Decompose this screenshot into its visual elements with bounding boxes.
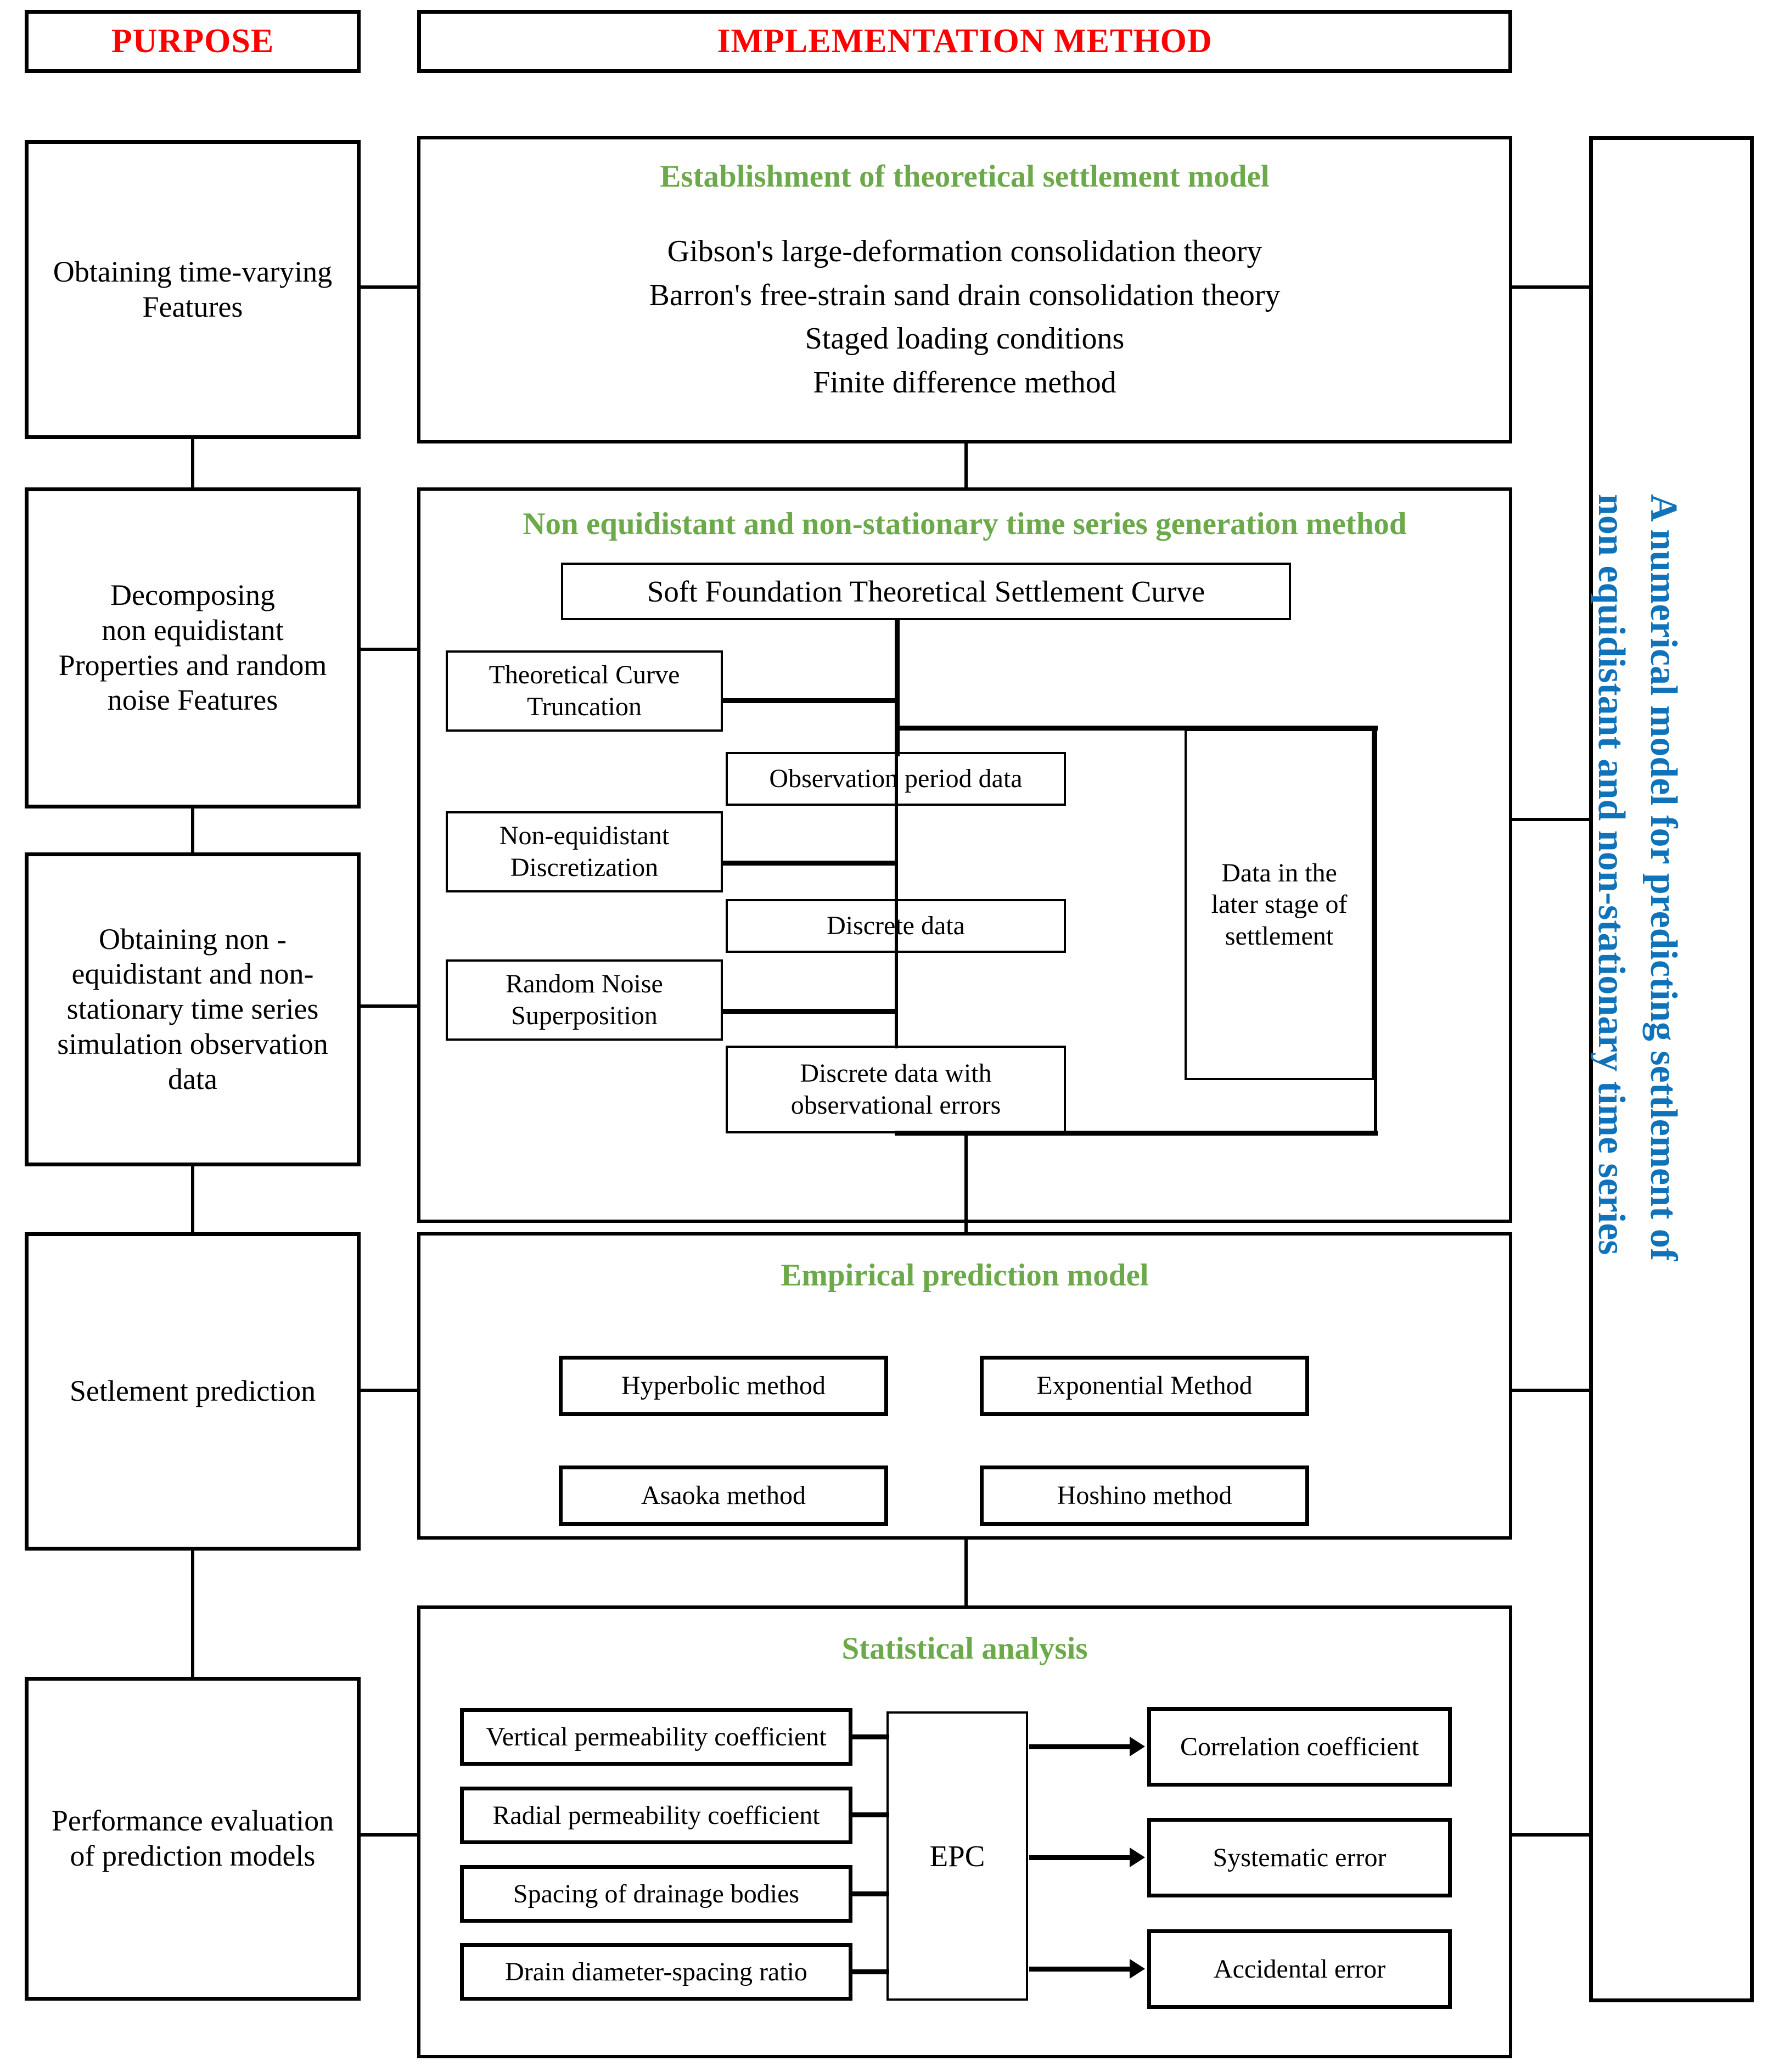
epc-input-wire-2 bbox=[850, 1812, 889, 1817]
wire-soft-to-bus bbox=[895, 619, 900, 756]
epc-input-wire-3 bbox=[850, 1891, 889, 1896]
stat-input-radial-permeability-label: Radial permeability coefficient bbox=[492, 1800, 820, 1830]
method-hoshino[interactable]: Hoshino method bbox=[980, 1465, 1309, 1526]
stat-output-systematic-error-label: Systematic error bbox=[1213, 1843, 1387, 1872]
stat-input-vertical-permeability-label: Vertical permeability coefficient bbox=[486, 1722, 827, 1751]
node-soft-foundation-curve[interactable]: Soft Foundation Theoretical Settlement C… bbox=[561, 563, 1291, 620]
stat-output-accidental-error-label: Accidental error bbox=[1213, 1954, 1386, 1984]
stat-output-systematic-error[interactable]: Systematic error bbox=[1147, 1818, 1452, 1897]
section1-to-outcome bbox=[1511, 285, 1592, 289]
wire-nonequi-to-bus bbox=[722, 861, 897, 866]
stat-input-spacing-drainage[interactable]: Spacing of drainage bodies bbox=[460, 1865, 852, 1923]
header-implementation: IMPLEMENTATION METHOD bbox=[417, 10, 1512, 73]
method-hyperbolic-label: Hyperbolic method bbox=[621, 1371, 826, 1401]
theory-line-1: Gibson's large-deformation consolidation… bbox=[667, 234, 1262, 268]
purpose-to-section-1 bbox=[357, 285, 424, 289]
section-connector-2-3 bbox=[964, 1131, 968, 1235]
section-connector-1-2 bbox=[964, 442, 968, 490]
header-purpose-label: PURPOSE bbox=[111, 23, 274, 60]
section3-to-outcome bbox=[1511, 1389, 1592, 1392]
stat-output-correlation-coefficient[interactable]: Correlation coefficient bbox=[1147, 1707, 1452, 1787]
purpose-to-section-2 bbox=[357, 648, 424, 651]
purpose-box-3-label: Obtaining non -equidistant and non-stati… bbox=[57, 922, 328, 1096]
node-soft-foundation-curve-label: Soft Foundation Theoretical Settlement C… bbox=[647, 574, 1205, 608]
section-empirical-prediction-title: Empirical prediction model bbox=[781, 1258, 1149, 1293]
section4-to-outcome bbox=[1511, 1833, 1592, 1837]
epc-output-arrow-2 bbox=[1029, 1848, 1145, 1867]
wire-later-to-out bbox=[895, 1131, 1378, 1136]
theory-line-3: Staged loading conditions bbox=[805, 322, 1125, 356]
header-implementation-label: IMPLEMENTATION METHOD bbox=[717, 23, 1213, 60]
section-theoretical-model: Establishment of theoretical settlement … bbox=[417, 136, 1512, 443]
outcome-line-1: A numerical model for predicting settlem… bbox=[1642, 494, 1685, 1261]
theory-line-4: Finite difference method bbox=[813, 365, 1116, 400]
stat-input-spacing-drainage-label: Spacing of drainage bodies bbox=[513, 1879, 800, 1908]
wire-soft-to-later-top bbox=[895, 726, 1378, 731]
purpose-connector-1-2 bbox=[191, 439, 194, 488]
method-exponential-label: Exponential Method bbox=[1036, 1371, 1253, 1401]
purpose-to-section-3 bbox=[357, 1004, 424, 1008]
wire-truncation-to-bus bbox=[722, 698, 897, 703]
method-hoshino-label: Hoshino method bbox=[1057, 1481, 1232, 1511]
purpose-box-3[interactable]: Obtaining non -equidistant and non-stati… bbox=[25, 852, 361, 1166]
stat-input-drain-ratio[interactable]: Drain diameter-spacing ratio bbox=[460, 1943, 852, 2001]
wire-later-right-down bbox=[1374, 726, 1377, 1135]
epc-input-wire-1 bbox=[850, 1734, 889, 1739]
method-asaoka-label: Asaoka method bbox=[641, 1481, 806, 1511]
section-statistical-analysis-title: Statistical analysis bbox=[841, 1631, 1088, 1666]
section-connector-3-4 bbox=[964, 1537, 968, 1608]
method-exponential[interactable]: Exponential Method bbox=[980, 1356, 1309, 1416]
purpose-connector-3-4 bbox=[191, 1166, 194, 1233]
stat-output-correlation-coefficient-label: Correlation coefficient bbox=[1180, 1732, 1419, 1761]
section-timeseries-generation-title: Non equidistant and non-stationary time … bbox=[523, 507, 1407, 541]
purpose-box-4[interactable]: Setlement prediction bbox=[25, 1232, 361, 1551]
purpose-box-4-label: Setlement prediction bbox=[69, 1374, 316, 1408]
stat-output-accidental-error[interactable]: Accidental error bbox=[1147, 1929, 1452, 2009]
stat-processor-epc-label: EPC bbox=[929, 1839, 985, 1873]
epc-output-arrow-1 bbox=[1029, 1737, 1145, 1756]
stat-input-radial-permeability[interactable]: Radial permeability coefficient bbox=[460, 1787, 852, 1844]
header-purpose: PURPOSE bbox=[25, 10, 361, 73]
section2-to-outcome bbox=[1511, 818, 1592, 821]
purpose-connector-2-3 bbox=[191, 808, 194, 853]
method-asaoka[interactable]: Asaoka method bbox=[559, 1465, 888, 1526]
wire-noise-to-bus bbox=[722, 1009, 897, 1014]
outcome-panel[interactable] bbox=[1589, 136, 1754, 2002]
purpose-to-section-5 bbox=[357, 1833, 424, 1837]
purpose-to-section-4 bbox=[357, 1389, 424, 1392]
purpose-connector-4-5 bbox=[191, 1551, 194, 1678]
section-theoretical-model-lines: Gibson's large-deformation consolidation… bbox=[420, 230, 1509, 405]
stat-input-vertical-permeability[interactable]: Vertical permeability coefficient bbox=[460, 1708, 852, 1766]
epc-output-arrow-3 bbox=[1029, 1959, 1145, 1979]
section-theoretical-model-title: Establishment of theoretical settlement … bbox=[660, 159, 1270, 194]
epc-input-wire-4 bbox=[850, 1969, 889, 1974]
method-hyperbolic[interactable]: Hyperbolic method bbox=[559, 1356, 888, 1416]
outcome-line-2: non equidistant and non-stationary time … bbox=[1590, 494, 1632, 1255]
stat-processor-epc[interactable]: EPC bbox=[886, 1711, 1028, 2001]
stat-input-drain-ratio-label: Drain diameter-spacing ratio bbox=[505, 1957, 807, 1986]
theory-line-2: Barron's free-strain sand drain consolid… bbox=[649, 278, 1281, 312]
wire-vertical-bus bbox=[895, 752, 898, 1048]
